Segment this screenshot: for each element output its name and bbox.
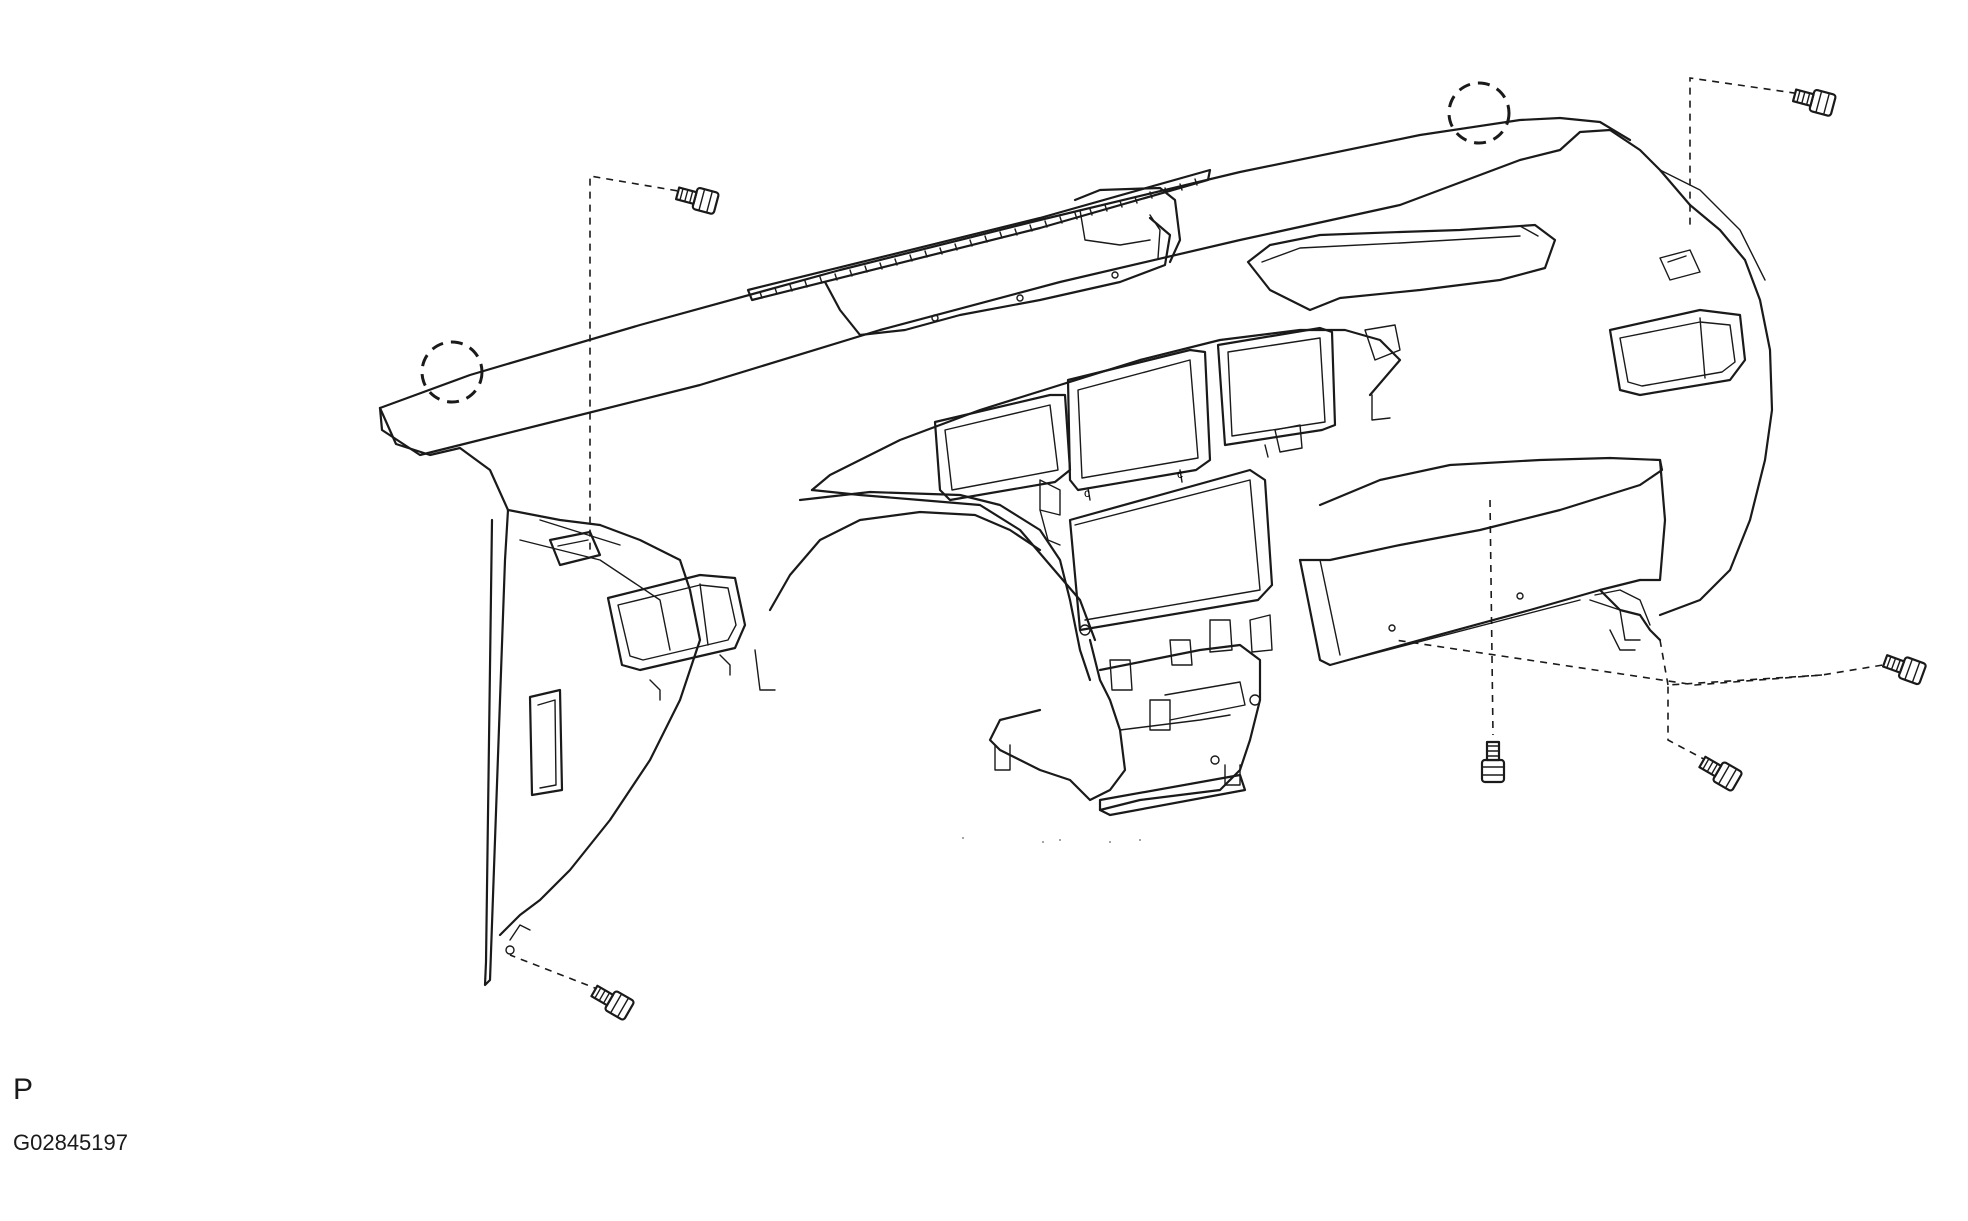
bolt-top-left xyxy=(674,186,720,215)
scan-speckles xyxy=(962,837,1141,843)
instrument-panel-body xyxy=(378,116,1774,987)
bolt-right xyxy=(1881,654,1927,686)
bolt-icon xyxy=(590,984,635,1021)
bolt-icon xyxy=(1698,755,1743,792)
svg-text:c: c xyxy=(1084,486,1090,500)
center-stack-bracket xyxy=(988,614,1273,817)
clip-location-circle-left xyxy=(420,340,484,404)
left-side-vent xyxy=(505,530,776,955)
leader-lines xyxy=(509,77,1896,991)
svg-text:c: c xyxy=(1177,467,1183,481)
bolt-bottom-left xyxy=(590,984,635,1021)
figure-id-label: G02845197 xyxy=(13,1130,128,1155)
bolt-icon xyxy=(1480,740,1506,784)
clip-location-circle-right xyxy=(1447,81,1511,145)
defroster-grille xyxy=(746,168,1212,337)
steering-column-opening xyxy=(768,490,1092,682)
clip-location-circles xyxy=(420,81,1511,404)
bolt-center-lower xyxy=(1480,740,1506,784)
view-letter-label: P xyxy=(13,1073,34,1106)
glove-box-opening xyxy=(1298,249,1747,667)
center-cluster: c c xyxy=(810,324,1402,642)
bolt-top-right xyxy=(1791,88,1837,117)
bolt-right-lower xyxy=(1698,755,1743,792)
bolt-icon xyxy=(674,186,720,215)
upper-right-opening xyxy=(1246,223,1557,312)
bolt-icon xyxy=(1881,654,1927,686)
bolt-icon xyxy=(1791,88,1837,117)
